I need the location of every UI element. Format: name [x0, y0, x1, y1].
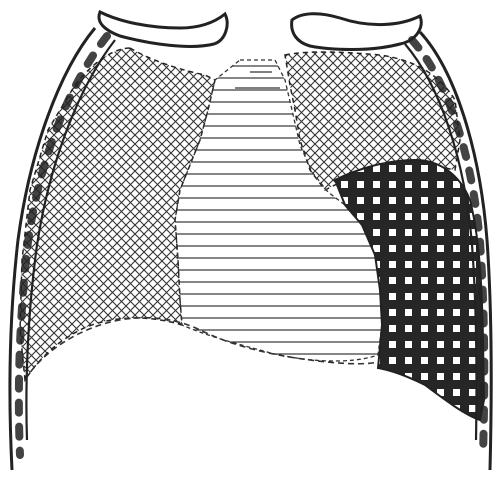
right-clavicle [99, 12, 227, 46]
left-clavicle [292, 14, 422, 50]
